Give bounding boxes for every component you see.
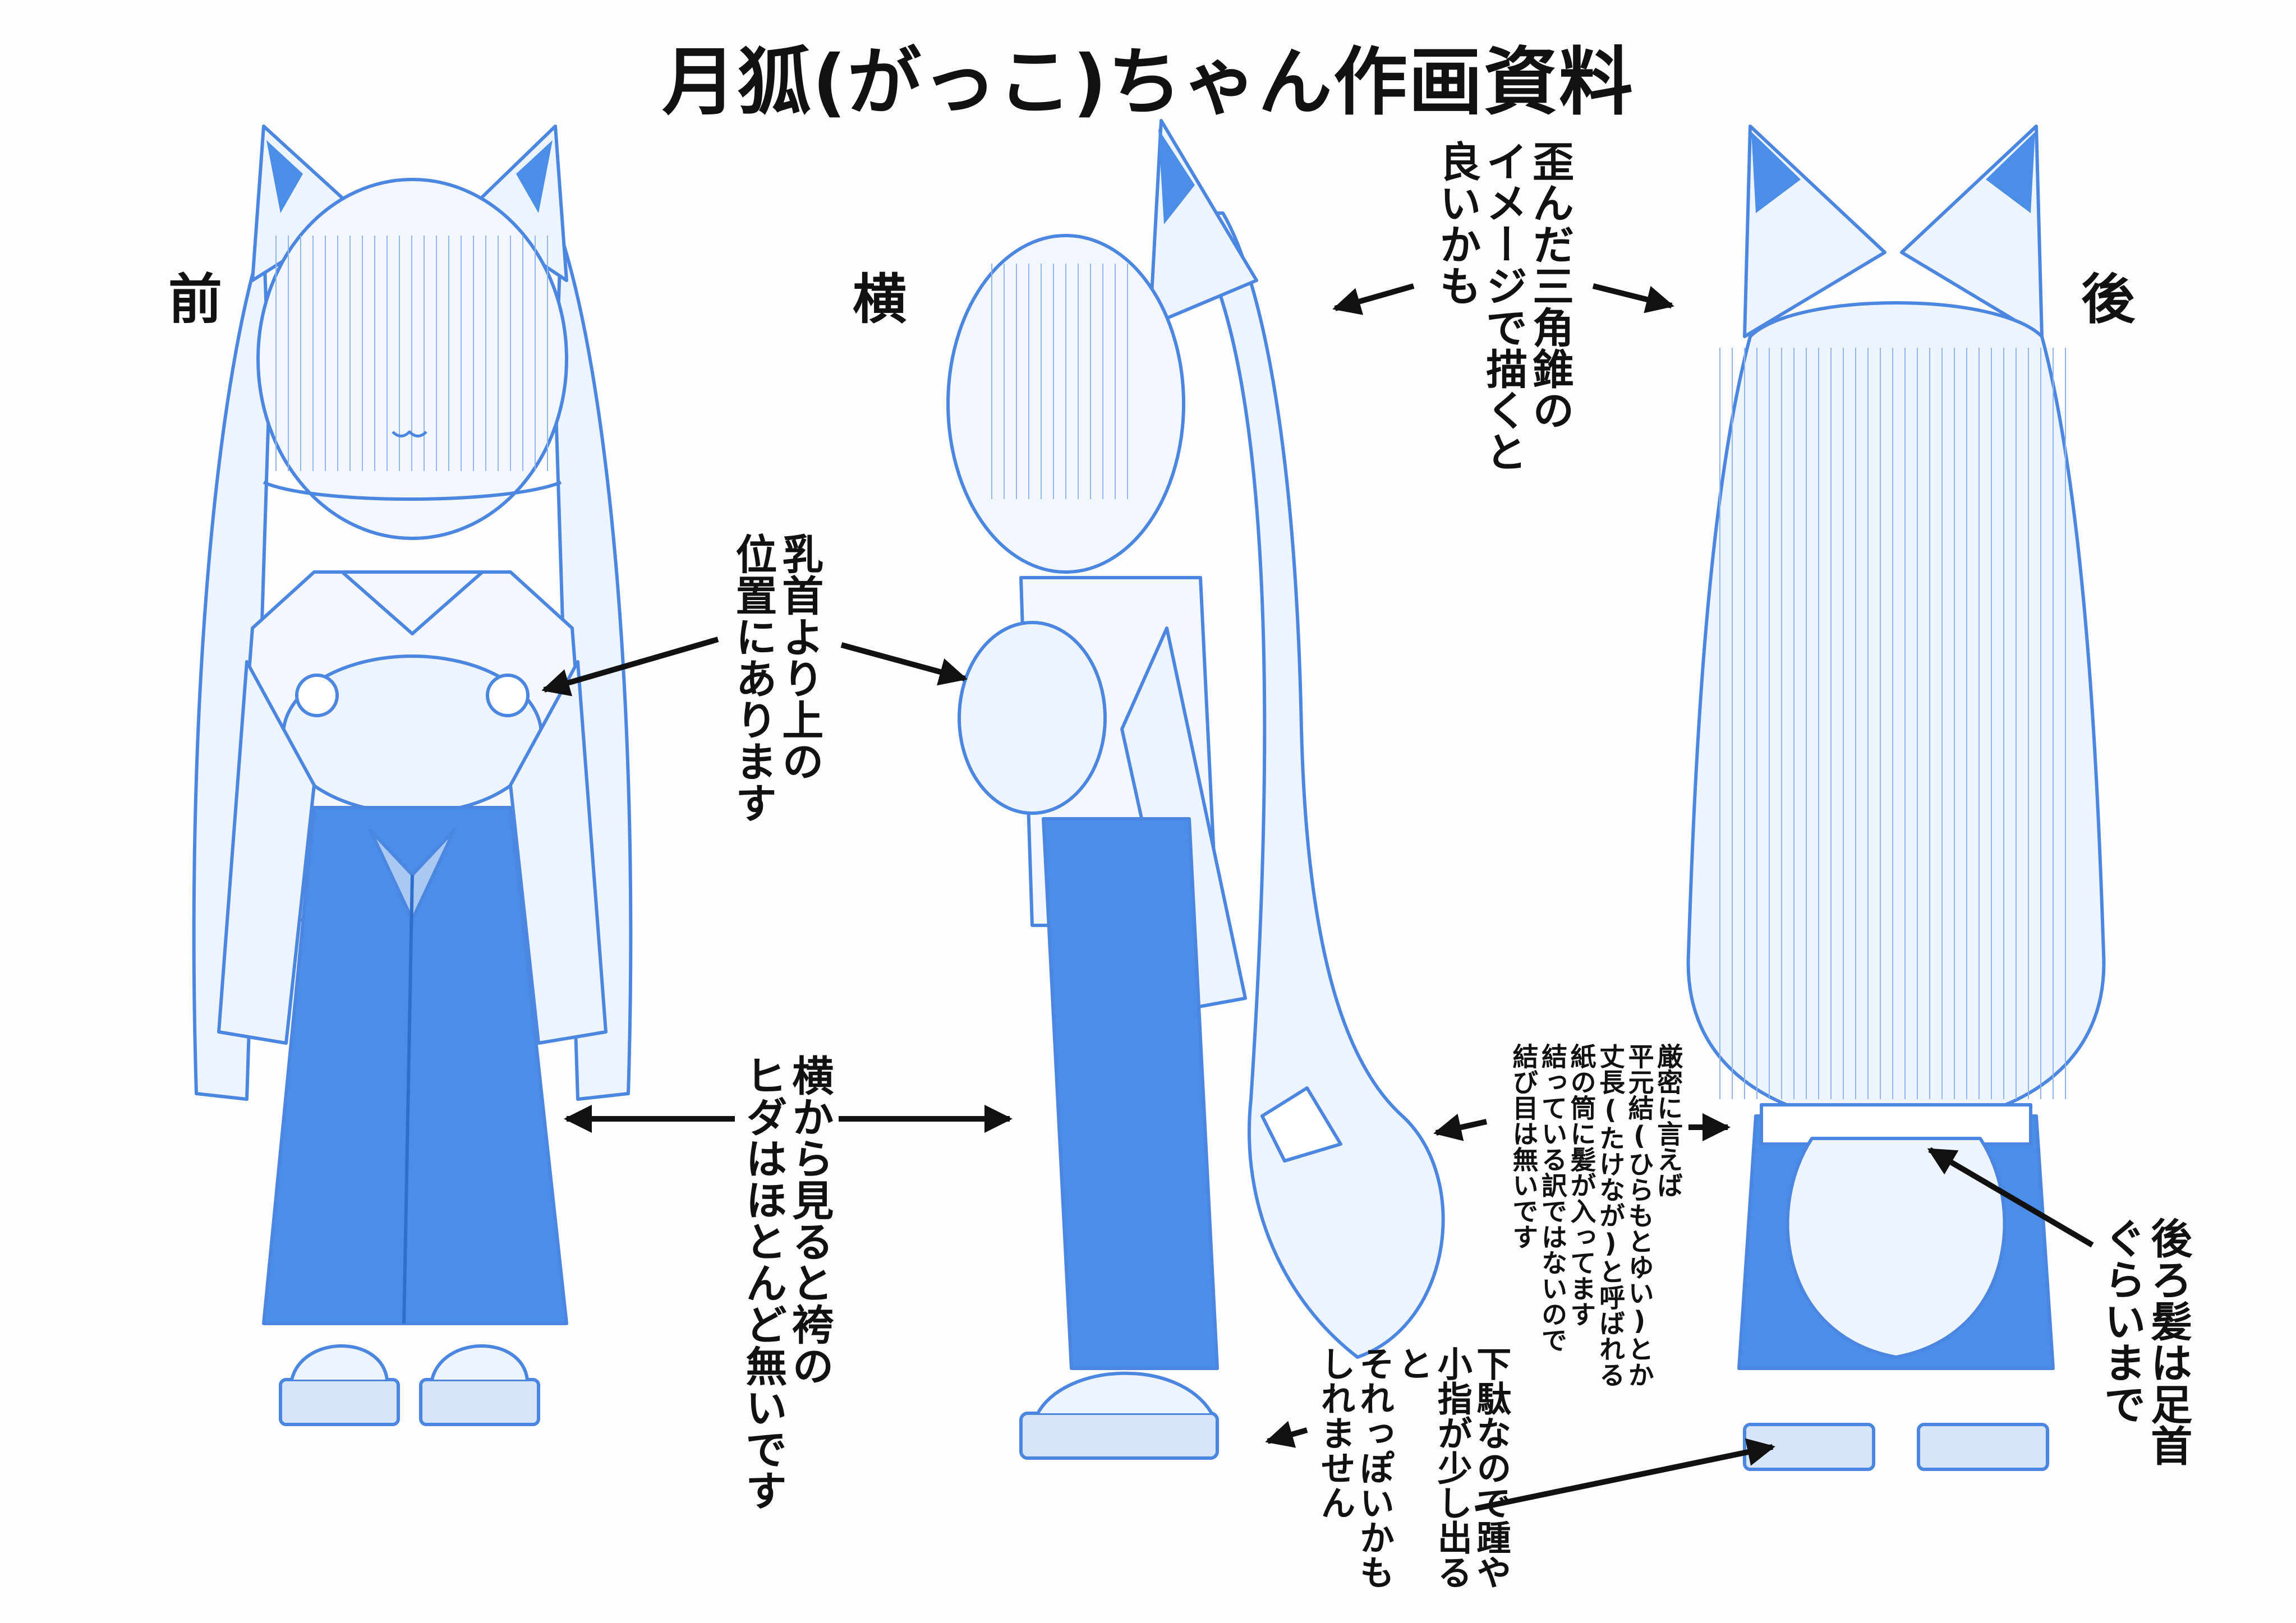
note-ears: 歪んだ三角錐の イメージで描くと 良いかも bbox=[1432, 140, 1574, 472]
arrow-hair-length bbox=[1927, 1147, 2094, 1248]
back-view-figure bbox=[1686, 125, 2106, 1471]
annotation-arrows bbox=[541, 283, 2094, 1511]
view-label-back: 後 bbox=[2081, 268, 2135, 331]
note-hair-length: 後ろ髪は足首 ぐらいまで bbox=[2097, 1217, 2192, 1466]
arrow-ears-right bbox=[1592, 283, 1674, 313]
front-view-figure bbox=[192, 125, 633, 1426]
front-hakama bbox=[262, 806, 568, 1325]
arrow-chest-right bbox=[840, 642, 968, 686]
arrow-chest-left bbox=[541, 637, 719, 697]
side-hakama bbox=[1042, 817, 1219, 1370]
arrow-geta-right bbox=[1474, 1438, 1775, 1511]
note-hair-knot: 厳密に言えば 平元結(ひらもとゆい)とか 丈長(たけなが)と呼ばれる 紙の筒に髪… bbox=[1508, 1043, 1684, 1387]
note-geta: 下駄なので踵や 小指が少し出ると それっぽいかも しれません bbox=[1314, 1346, 1512, 1589]
view-label-side: 横 bbox=[853, 268, 907, 331]
arrow-knot-left bbox=[1433, 1113, 1488, 1141]
page-title: 月狐(がっこ)ちゃん作画資料 bbox=[662, 39, 1634, 126]
note-hakama: 横から見ると袴の ヒダはほとんど無いです bbox=[738, 1054, 834, 1511]
note-chest: 乳首より上の 位置にあります bbox=[728, 533, 823, 823]
arrow-ears-left bbox=[1332, 283, 1415, 315]
view-label-front: 前 bbox=[168, 268, 222, 331]
arrow-geta-left bbox=[1265, 1421, 1308, 1448]
side-view-figure bbox=[946, 119, 1445, 1460]
